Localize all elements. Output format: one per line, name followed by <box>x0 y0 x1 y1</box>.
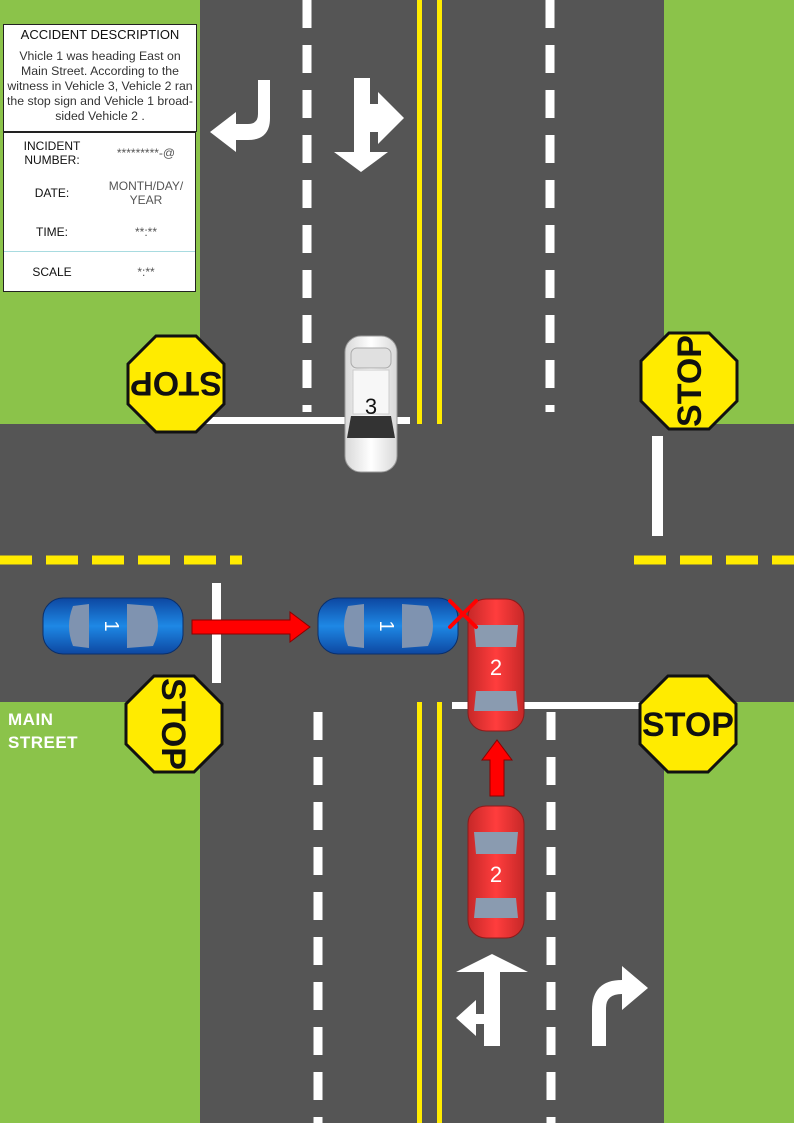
center-line-north <box>417 0 442 424</box>
info-divider <box>4 251 195 252</box>
stop-sign-northwest: STOP <box>126 334 226 434</box>
lane-line-south <box>313 712 556 1123</box>
straight-right-arrow-north <box>334 78 404 172</box>
vehicle-2-collision: 2 <box>467 598 525 732</box>
scale-row: SCALE *:** <box>4 265 195 303</box>
time-label: TIME: <box>36 225 68 239</box>
vehicle-1-collision: 1 <box>317 597 459 655</box>
impact-x-mark <box>448 599 478 629</box>
date-label: DATE: <box>34 186 70 200</box>
stop-sign-text: STOP <box>130 364 222 402</box>
stop-sign-text: STOP <box>642 706 734 744</box>
center-line-south <box>417 702 442 1123</box>
vehicle-2-motion-arrow <box>481 739 513 797</box>
accident-description-panel: ACCIDENT DESCRIPTION Vhicle 1 was headin… <box>3 24 197 132</box>
accident-description-title: ACCIDENT DESCRIPTION <box>20 27 180 42</box>
incident-info-panel: INCIDENT NUMBER: *********-@ DATE: MONTH… <box>3 132 196 292</box>
vehicle-1-label: 1 <box>100 620 122 631</box>
time-value: **:** <box>134 225 157 239</box>
vehicle-3-label: 3 <box>365 394 377 419</box>
vehicle-1-motion-arrow <box>191 611 311 643</box>
scale-label: SCALE <box>32 265 72 279</box>
incident-number-value: *********-@ <box>116 146 176 160</box>
stop-sign-northeast: STOP <box>639 331 739 431</box>
left-turn-arrow-north <box>210 80 270 152</box>
stop-sign-text: STOP <box>154 678 192 770</box>
main-street-label: MAIN STREET <box>8 710 79 752</box>
vehicle-3-witness: 3 <box>344 335 398 473</box>
stop-sign-text: STOP <box>671 335 709 427</box>
stop-sign-southwest: STOP <box>124 674 224 774</box>
vehicle-2-start: 2 <box>467 805 525 939</box>
lane-line-north-left <box>302 0 555 412</box>
time-row: TIME: **:** <box>4 225 195 263</box>
scale-value: *:** <box>137 265 155 279</box>
straight-left-arrow-south <box>456 954 528 1046</box>
incident-number-label: INCIDENT NUMBER: <box>23 139 81 167</box>
date-row: DATE: MONTH/DAY/ YEAR <box>4 179 195 217</box>
vehicle-2-label: 2 <box>490 655 502 680</box>
accident-description-text: Vhicle 1 was heading East on Main Street… <box>7 49 193 123</box>
vehicle-1-start: 1 <box>42 597 184 655</box>
stop-sign-southeast: STOP <box>638 674 738 774</box>
incident-number-row: INCIDENT NUMBER: *********-@ <box>4 139 195 177</box>
right-turn-arrow-south <box>592 966 648 1046</box>
vehicle-2-label: 2 <box>490 862 502 887</box>
date-value: MONTH/DAY/ YEAR <box>108 179 184 207</box>
vehicle-1-label: 1 <box>375 620 397 631</box>
